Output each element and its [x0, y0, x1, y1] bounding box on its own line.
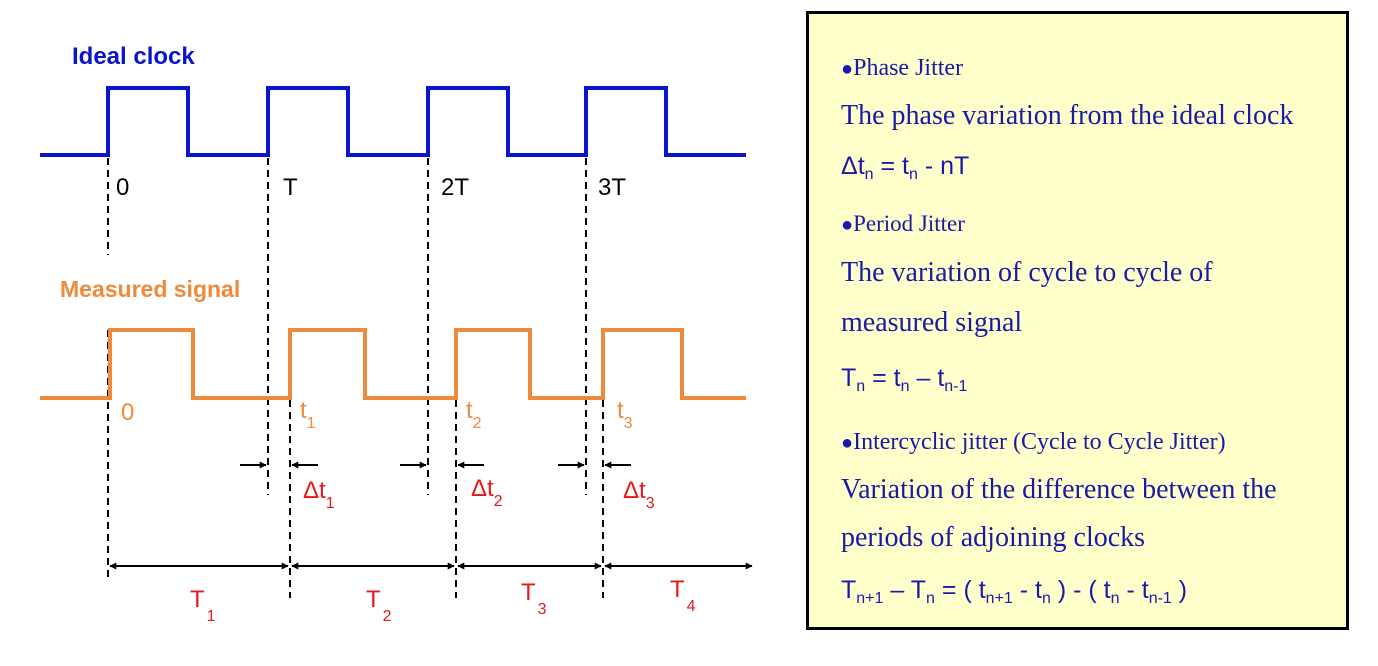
period-jitter-description-line1: The variation of cycle to cycle of	[841, 257, 1213, 288]
jitter-timing-diagram: Ideal clock 0 T 2T 3T Measured signal 0 …	[40, 43, 753, 625]
period-label: T1	[190, 586, 216, 625]
intercyclic-jitter-heading: ●Intercyclic jitter (Cycle to Cycle Jitt…	[841, 429, 1226, 455]
ideal-tick-label: 0	[116, 174, 129, 201]
measured-tick-label: t2	[466, 397, 482, 432]
period-label: T4	[670, 576, 696, 615]
period-jitter-description-line2: measured signal	[841, 307, 1023, 338]
delta-label: Δt3	[623, 477, 655, 512]
measured-signal-label: Measured signal	[60, 276, 240, 302]
phase-jitter-description: The phase variation from the ideal clock	[841, 100, 1294, 131]
period-label: T2	[366, 586, 392, 625]
ideal-tick-label: 3T	[598, 174, 626, 201]
delta-label: Δt1	[303, 477, 335, 512]
measured-signal-waveform	[40, 328, 746, 400]
ideal-tick-label: 2T	[441, 174, 469, 201]
bullet-icon: ●	[841, 58, 854, 80]
bullet-icon: ●	[841, 214, 854, 236]
measured-tick-label: 0	[121, 399, 134, 426]
period-label: T3	[521, 579, 547, 618]
measured-tick-label: t3	[617, 397, 633, 432]
period-jitter-formula: Tn = tn – tn-1	[841, 364, 968, 395]
phase-jitter-formula: Δtn = tn - nT	[841, 152, 970, 183]
intercyclic-jitter-description-line2: periods of adjoining clocks	[841, 522, 1146, 553]
measured-tick-label: t1	[300, 397, 316, 432]
period-jitter-heading: ●Period Jitter	[841, 211, 965, 236]
bullet-icon: ●	[841, 432, 854, 454]
jitter-definitions-panel: ●Phase Jitter The phase variation from t…	[806, 11, 1349, 630]
ideal-clock-waveform	[40, 86, 746, 157]
ideal-clock-label: Ideal clock	[72, 43, 195, 70]
ideal-tick-label: T	[283, 174, 298, 201]
intercyclic-jitter-formula: Tn+1 – Tn = ( tn+1 - tn ) - ( tn - tn-1 …	[841, 576, 1188, 607]
delta-label: Δt2	[471, 475, 503, 510]
phase-jitter-heading: ●Phase Jitter	[841, 55, 964, 81]
intercyclic-jitter-description-line1: Variation of the difference between the	[841, 474, 1277, 505]
